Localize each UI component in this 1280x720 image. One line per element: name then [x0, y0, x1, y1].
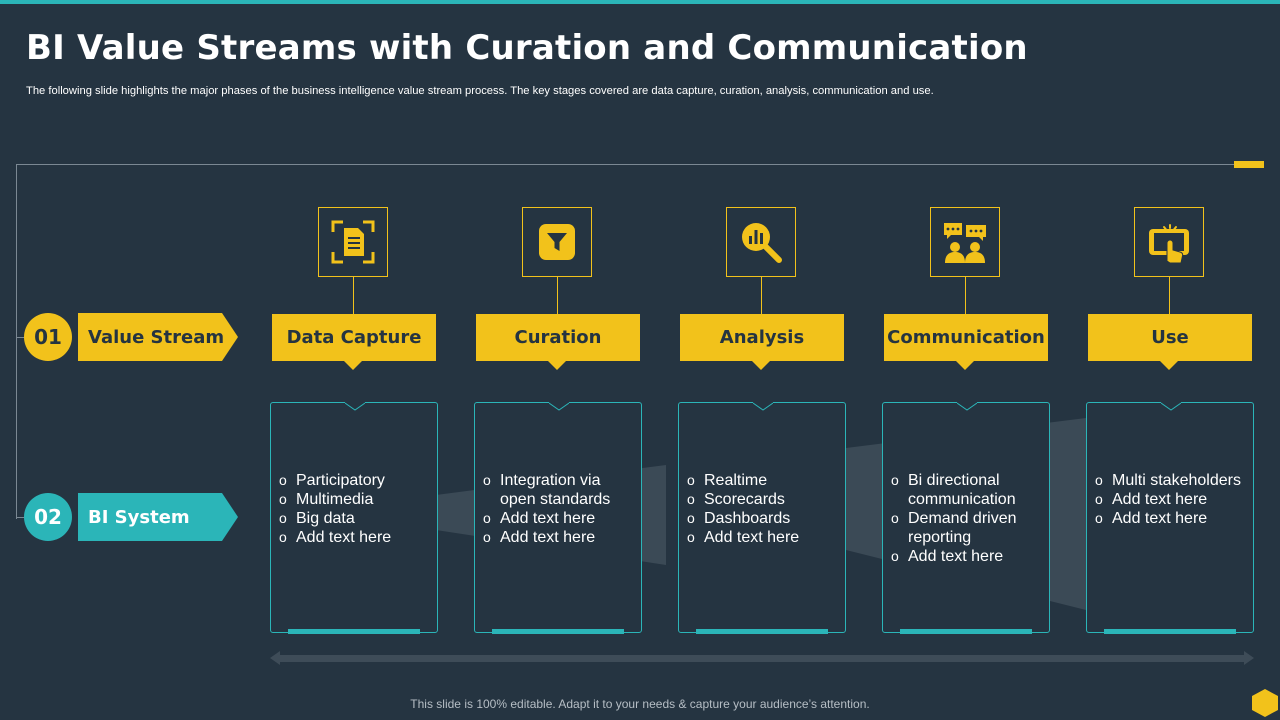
filter-icon — [522, 207, 592, 277]
stage-title: Analysis — [680, 314, 844, 361]
list-item: Add text here — [687, 528, 839, 547]
arrow-left-icon — [270, 651, 280, 665]
list-item: Demand driven reporting — [891, 509, 1043, 547]
list-item: Add text here — [483, 528, 635, 547]
stage-card: Participatory Multimedia Big data Add te… — [270, 402, 438, 634]
stage-item-list: Integration via open standards Add text … — [483, 471, 635, 547]
accent-dash — [1234, 161, 1264, 168]
list-item: Realtime — [687, 471, 839, 490]
chart-magnifier-icon — [726, 207, 796, 277]
stage-card: Multi stakeholders Add text here Add tex… — [1086, 402, 1254, 634]
row-number-badge: 01 — [24, 313, 72, 361]
page-title: BI Value Streams with Curation and Commu… — [26, 28, 1028, 68]
list-item: Integration via open standards — [483, 471, 635, 509]
list-item: Multimedia — [279, 490, 431, 509]
stage-item-list: Bi directional communication Demand driv… — [891, 471, 1043, 566]
stage-card: Realtime Scorecards Dashboards Add text … — [678, 402, 846, 634]
list-item: Add text here — [483, 509, 635, 528]
list-item: Add text here — [279, 528, 431, 547]
list-item: Big data — [279, 509, 431, 528]
stage-item-list: Realtime Scorecards Dashboards Add text … — [687, 471, 839, 547]
row-label: BI System — [78, 493, 238, 541]
bracket-line — [16, 164, 1237, 519]
hexagon-logo-icon — [1252, 689, 1278, 717]
icon-connector — [1169, 277, 1170, 314]
arrow-right-icon — [1244, 651, 1254, 665]
list-item: Add text here — [1095, 509, 1247, 528]
bracket-connector-row2 — [16, 517, 28, 518]
stage-pointer — [752, 361, 770, 370]
footer-note: This slide is 100% editable. Adapt it to… — [410, 697, 870, 711]
people-chat-icon — [930, 207, 1000, 277]
stage-pointer — [344, 361, 362, 370]
icon-connector — [557, 277, 558, 314]
list-item: Add text here — [891, 547, 1043, 566]
card-underline — [900, 629, 1032, 634]
list-item: Scorecards — [687, 490, 839, 509]
card-underline — [288, 629, 420, 634]
stage-title: Communication — [884, 314, 1048, 361]
stage-item-list: Participatory Multimedia Big data Add te… — [279, 471, 431, 547]
list-item: Multi stakeholders — [1095, 471, 1247, 490]
stage-title: Use — [1088, 314, 1252, 361]
touch-tablet-icon — [1134, 207, 1204, 277]
double-arrow-track — [278, 655, 1244, 662]
stage-item-list: Multi stakeholders Add text here Add tex… — [1095, 471, 1247, 528]
row-number-badge: 02 — [24, 493, 72, 541]
list-item: Bi directional communication — [891, 471, 1043, 509]
card-underline — [696, 629, 828, 634]
row-label: Value Stream — [78, 313, 238, 361]
card-underline — [1104, 629, 1236, 634]
stage-pointer — [1160, 361, 1178, 370]
stage-card: Bi directional communication Demand driv… — [882, 402, 1050, 634]
stage-card: Integration via open standards Add text … — [474, 402, 642, 634]
stage-pointer — [956, 361, 974, 370]
top-accent-bar — [0, 0, 1280, 4]
list-item: Dashboards — [687, 509, 839, 528]
list-item: Participatory — [279, 471, 431, 490]
icon-connector — [353, 277, 354, 314]
document-scan-icon — [318, 207, 388, 277]
icon-connector — [761, 277, 762, 314]
page-subtitle: The following slide highlights the major… — [26, 85, 934, 97]
stage-pointer — [548, 361, 566, 370]
list-item: Add text here — [1095, 490, 1247, 509]
stage-title: Curation — [476, 314, 640, 361]
stage-title: Data Capture — [272, 314, 436, 361]
card-underline — [492, 629, 624, 634]
bracket-connector-row1 — [16, 337, 28, 338]
icon-connector — [965, 277, 966, 314]
